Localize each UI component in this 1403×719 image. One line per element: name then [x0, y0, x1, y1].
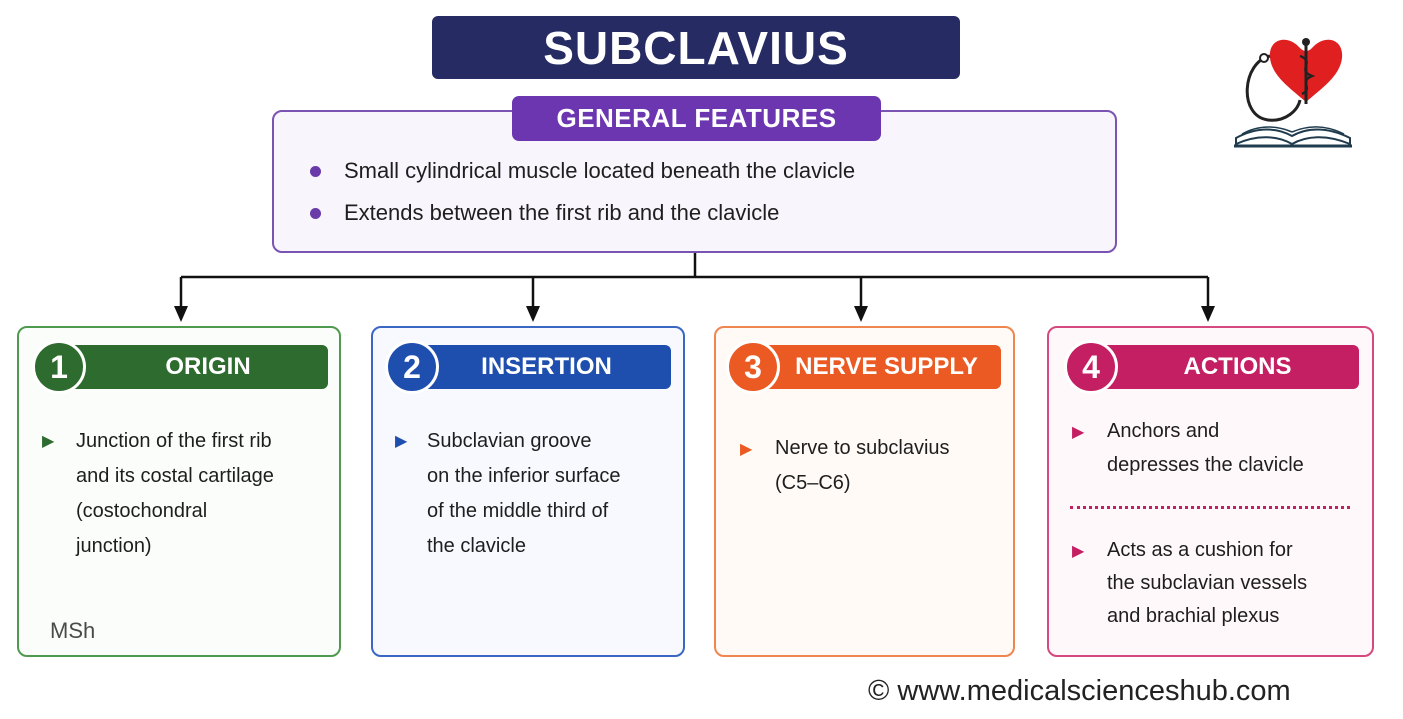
general-feature-item: Small cylindrical muscle located beneath…	[310, 158, 855, 184]
bullet-arrow-icon: ▶	[1072, 424, 1085, 441]
arrow-down-icon	[174, 306, 188, 322]
general-features-label: GENERAL FEATURES	[512, 96, 881, 141]
origin-text: Junction of the first rib and its costal…	[76, 430, 274, 557]
arrow-down-icon	[854, 306, 868, 322]
actions-divider	[1070, 506, 1350, 509]
card-number-badge: 3	[726, 340, 780, 394]
insertion-text: Subclavian groove on the inferior surfac…	[427, 430, 621, 557]
card-number-badge: 4	[1064, 340, 1118, 394]
bullet-arrow-icon: ▶	[42, 433, 55, 450]
arrow-down-icon	[526, 306, 540, 322]
stethoscope-heart-logo-icon	[1234, 38, 1352, 148]
origin-heading: ORIGIN	[68, 345, 328, 389]
page-title: SUBCLAVIUS	[543, 21, 849, 74]
arrow-down-icon	[1201, 306, 1215, 322]
actions-text-2: Acts as a cushion for the subclavian ves…	[1107, 539, 1308, 627]
nerve-supply-text: Nerve to subclavius (C5–C6)	[775, 437, 950, 494]
actions-text-1: Anchors and depresses the clavicle	[1107, 420, 1304, 476]
bullet-arrow-icon: ▶	[395, 433, 408, 450]
general-features-heading: GENERAL FEATURES	[556, 103, 837, 133]
general-feature-text: Extends between the first rib and the cl…	[344, 200, 780, 225]
card-number-badge: 2	[385, 340, 439, 394]
nerve-supply-heading: NERVE SUPPLY	[760, 345, 1001, 389]
actions-heading: ACTIONS	[1100, 345, 1359, 389]
open-book-icon	[1234, 126, 1352, 148]
bullet-dot-icon	[310, 165, 321, 177]
watermark-text: MSh	[50, 618, 96, 643]
insertion-heading: INSERTION	[420, 345, 671, 389]
card-number-badge: 1	[32, 340, 86, 394]
bullet-arrow-icon: ▶	[740, 441, 753, 458]
bullet-arrow-icon: ▶	[1072, 543, 1085, 560]
title-banner: SUBCLAVIUS	[432, 16, 960, 79]
copyright-footer: © www.medicalscienceshub.com	[868, 675, 1291, 707]
general-feature-text: Small cylindrical muscle located beneath…	[344, 158, 856, 183]
general-feature-item: Extends between the first rib and the cl…	[310, 200, 779, 226]
bullet-dot-icon	[310, 207, 321, 219]
